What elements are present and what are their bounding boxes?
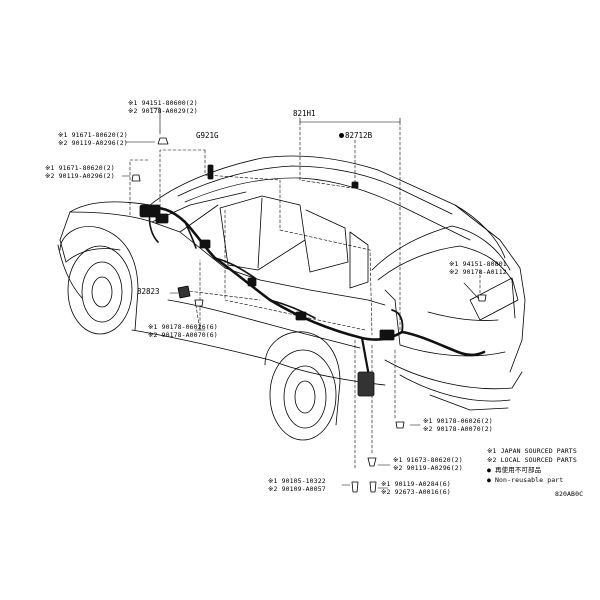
- phantom-lines: [129, 121, 481, 471]
- label-main-harness: 821H1: [293, 109, 316, 118]
- connectors: [139, 164, 395, 397]
- wire-harness: [143, 206, 486, 394]
- fasteners: [131, 137, 487, 493]
- label-clip-top: G921G: [196, 131, 219, 140]
- legend-non-reusable-jp: ● 再使用不可部品: [487, 466, 542, 474]
- vehicle-body: [57, 155, 526, 411]
- non-reusable-bullet: [339, 133, 344, 138]
- label-clip-roof: 82712B: [345, 131, 373, 140]
- leader-lines: [121, 107, 479, 489]
- legend-local: ※2 LOCAL SOURCED PARTS: [487, 456, 577, 464]
- legend-non-reusable-en: ● Non-reusable part: [487, 476, 564, 484]
- legend-japan: ※1 JAPAN SOURCED PARTS: [487, 447, 577, 455]
- grommet-82823-shape: [177, 285, 191, 299]
- wheels: [59, 226, 341, 441]
- diagram-code: 820AB0C: [555, 490, 584, 498]
- label-grommet: 82823: [137, 287, 160, 296]
